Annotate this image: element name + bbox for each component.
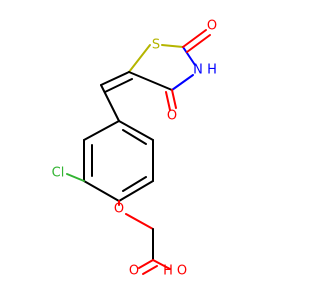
ring-bond-c4-c5	[128, 71, 173, 91]
ring-bond-s-c2	[161, 44, 184, 48]
chloro-bond	[66, 173, 85, 182]
nitrogen-hydrogen-label: H	[207, 63, 217, 78]
c2-carbonyl-bond-a	[182, 29, 207, 48]
c2-carbonyl-oxygen-label: O	[207, 19, 217, 34]
benzene-bond-1-2	[118, 120, 154, 141]
carboxyl-double-bond-a	[138, 259, 154, 269]
carboxyl-carbonyl-oxygen-label: O	[129, 264, 139, 279]
c4-carbonyl-bond-a	[171, 89, 177, 109]
methylidene-bond-b	[104, 78, 133, 93]
methine-to-ring-bond	[100, 84, 120, 122]
carboxyl-single-bond	[152, 259, 171, 270]
hydroxyl-hydrogen-label: H	[163, 264, 173, 279]
benzene-inner-bond-top-right	[122, 129, 147, 145]
ether-oxygen-label: O	[114, 202, 124, 217]
benzene-bond-6-1	[83, 120, 120, 141]
ether-bond-o-ch2	[125, 213, 154, 230]
benzene-bond-3-4	[118, 180, 154, 202]
ring-bond-n-c4	[171, 74, 194, 91]
ring-bond-c2-n	[182, 46, 196, 66]
nitrogen-atom-label: N	[193, 63, 203, 78]
sulfur-atom-label: S	[152, 38, 160, 53]
c4-carbonyl-bond-b	[165, 91, 171, 111]
atom-labels-layer: S N H O O Cl O O H O	[52, 19, 217, 279]
chlorine-atom-label: Cl	[52, 166, 65, 181]
benzene-bond-4-5	[83, 180, 120, 202]
carboxyl-double-bond-b	[142, 265, 158, 275]
c2-carbonyl-bond-b	[186, 34, 211, 53]
ring-bond-c5-s	[128, 44, 151, 73]
chemical-structure-diagram: S N H O O Cl O O H O	[52, 19, 217, 279]
methylidene-bond-a	[100, 71, 130, 86]
hydroxyl-oxygen-label: O	[177, 264, 187, 279]
benzene-inner-bond-bottom-right	[122, 176, 147, 192]
c4-carbonyl-oxygen-label: O	[167, 109, 177, 124]
bonds-layer	[66, 29, 211, 275]
